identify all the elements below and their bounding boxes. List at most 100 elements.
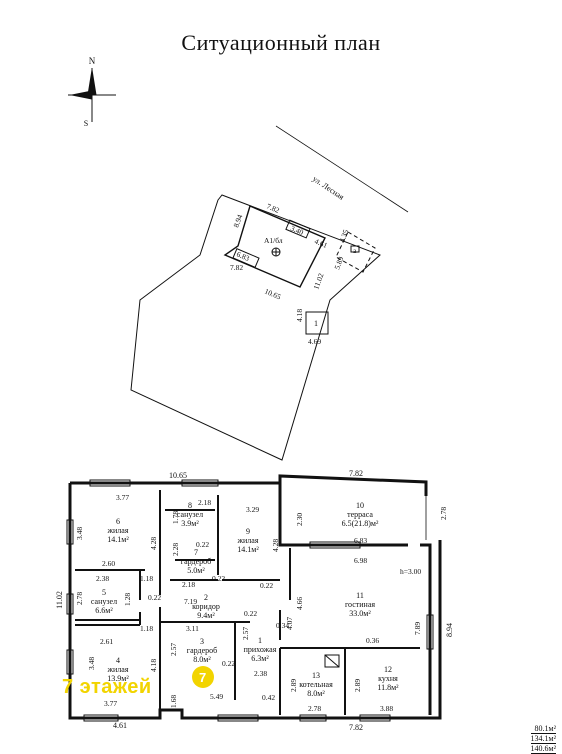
shed-outline xyxy=(305,311,329,335)
svg-text:2: 2 xyxy=(204,593,208,602)
room-3: 3 гардероб 8.0м² xyxy=(187,637,217,664)
room-6: 6 жилая 14.1м² xyxy=(106,517,129,544)
room-7: 7 гардероб 5.0м² xyxy=(181,548,211,575)
svg-text:7: 7 xyxy=(199,670,206,685)
dim-i28: 4.07 xyxy=(285,617,294,630)
building-outline xyxy=(223,205,326,288)
plan-dim-left: 11.02 xyxy=(55,591,64,609)
windows xyxy=(66,479,434,722)
svg-text:12: 12 xyxy=(384,665,392,674)
dim-i33: 4.18 xyxy=(149,659,158,672)
dim-i38: 3.77 xyxy=(104,699,117,708)
dim-i35: 2.38 xyxy=(254,669,267,678)
svg-text:жилая: жилая xyxy=(106,665,128,674)
svg-text:1: 1 xyxy=(258,636,262,645)
room-11: 11 гостиная 33.0м² xyxy=(345,591,375,618)
dim-i10: 2.38 xyxy=(96,574,109,583)
dim-i31: 7.89 xyxy=(413,622,422,635)
room-2: 2 коридор 9.4м² xyxy=(192,593,220,620)
building-label: А1/бл xyxy=(264,236,283,245)
svg-text:14.1м²: 14.1м² xyxy=(107,535,129,544)
area-with-terrace: 140.6м² xyxy=(530,744,556,754)
svg-text:жилая: жилая xyxy=(106,526,128,535)
interior-walls xyxy=(75,490,420,715)
dim-i3: 3.48 xyxy=(75,527,84,540)
svg-text:терраса: терраса xyxy=(347,510,373,519)
room-1: 1 прихожая 6.3м² xyxy=(244,636,277,663)
dim-i32: 3.48 xyxy=(87,657,96,670)
plan-dim-bottom: 7.82 xyxy=(349,723,363,732)
svg-text:3: 3 xyxy=(200,637,204,646)
dim-i24: 3.11 xyxy=(186,624,199,633)
compass xyxy=(68,68,116,122)
svg-text:6.3м²: 6.3м² xyxy=(251,654,269,663)
porch-rect xyxy=(285,219,311,239)
dim-i12: 2.78 xyxy=(75,592,84,605)
dim-i22: 2.61 xyxy=(100,637,113,646)
dim-i5: 1.78 xyxy=(171,511,180,524)
room-4: 4 жилая 13.9м² xyxy=(106,656,129,683)
svg-text:8.0м²: 8.0м² xyxy=(193,655,211,664)
svg-text:33.0м²: 33.0м² xyxy=(349,609,371,618)
dim-i0: 3.77 xyxy=(116,493,129,502)
svg-text:котельная: котельная xyxy=(299,680,333,689)
dim-i41: 0.42 xyxy=(262,693,275,702)
site-dim-8: 11.02 xyxy=(311,272,325,291)
svg-text:9: 9 xyxy=(246,527,250,536)
plan-dim-top: 10.65 xyxy=(169,471,187,480)
dim-i4: 4.28 xyxy=(149,537,158,550)
dim-i6: 2.28 xyxy=(171,543,180,556)
dim-i2: 3.29 xyxy=(246,505,259,514)
street-label: ул. Лесная xyxy=(311,174,346,202)
plan-dim-right: 8.94 xyxy=(445,623,454,637)
dim-i1: 2.18 xyxy=(198,498,211,507)
dim-i30: 0.36 xyxy=(366,636,379,645)
svg-text:7: 7 xyxy=(194,548,198,557)
dim-i23: 1.18 xyxy=(140,624,153,633)
svg-text:8: 8 xyxy=(188,501,192,510)
room-9: 9 жилая 14.1м² xyxy=(236,527,259,554)
dim-i11: 1.18 xyxy=(140,574,153,583)
svg-text:4: 4 xyxy=(116,656,120,665)
svg-text:5: 5 xyxy=(102,588,106,597)
svg-text:8.0м²: 8.0м² xyxy=(307,689,325,698)
site-dim-12: 4.69 xyxy=(308,337,321,346)
page-title: Ситуационный план xyxy=(181,30,381,55)
svg-text:санузел: санузел xyxy=(177,510,203,519)
dim-i14: 0.22 xyxy=(148,593,161,602)
svg-text:коридор: коридор xyxy=(192,602,220,611)
structure-a-label: а xyxy=(353,246,357,255)
area-living: 80.1м² xyxy=(530,724,556,734)
room-13: 13 котельная 8.0м² xyxy=(299,671,333,698)
svg-text:11.8м²: 11.8м² xyxy=(377,683,399,692)
dim-i15: 7.19 xyxy=(184,597,197,606)
dim-i13: 1.28 xyxy=(123,593,132,606)
dim-i21: 4.66 xyxy=(295,597,304,610)
boiler xyxy=(324,654,340,668)
svg-text:прихожая: прихожая xyxy=(244,645,277,654)
room-12: 12 кухня 11.8м² xyxy=(377,665,399,692)
plan-dim-bottom-left: 4.61 xyxy=(113,721,127,730)
site-dim-10: 5.89 xyxy=(332,255,345,271)
svg-text:6.5(21.8)м²: 6.5(21.8)м² xyxy=(342,519,379,528)
dim-i39: 5.49 xyxy=(210,692,223,701)
dim-i17: 0.22 xyxy=(212,574,225,583)
site-dim-2: 8.94 xyxy=(231,213,244,229)
room-5: 5 санузел 6.6м² xyxy=(91,588,117,615)
dim-i42: 2.78 xyxy=(308,704,321,713)
svg-text:6: 6 xyxy=(116,517,120,526)
compass-south-label: S xyxy=(84,119,88,128)
compass-north-label: N xyxy=(89,56,96,66)
svg-text:кухня: кухня xyxy=(378,674,398,683)
room-8: 8 санузел 3.9м² xyxy=(177,501,203,528)
dim-i44: 2.30 xyxy=(295,513,304,526)
room-10: 10 терраса 6.5(21.8)м² xyxy=(342,501,379,528)
plan-dim-top-right: 7.82 xyxy=(349,469,363,478)
svg-text:санузел: санузел xyxy=(91,597,117,606)
site-dim-4: 4.61 xyxy=(313,237,329,251)
svg-text:9.4м²: 9.4м² xyxy=(197,611,215,620)
site-dim-7: 10.65 xyxy=(263,287,282,302)
dim-i36: 2.89 xyxy=(289,679,298,692)
exterior-walls xyxy=(68,474,442,720)
